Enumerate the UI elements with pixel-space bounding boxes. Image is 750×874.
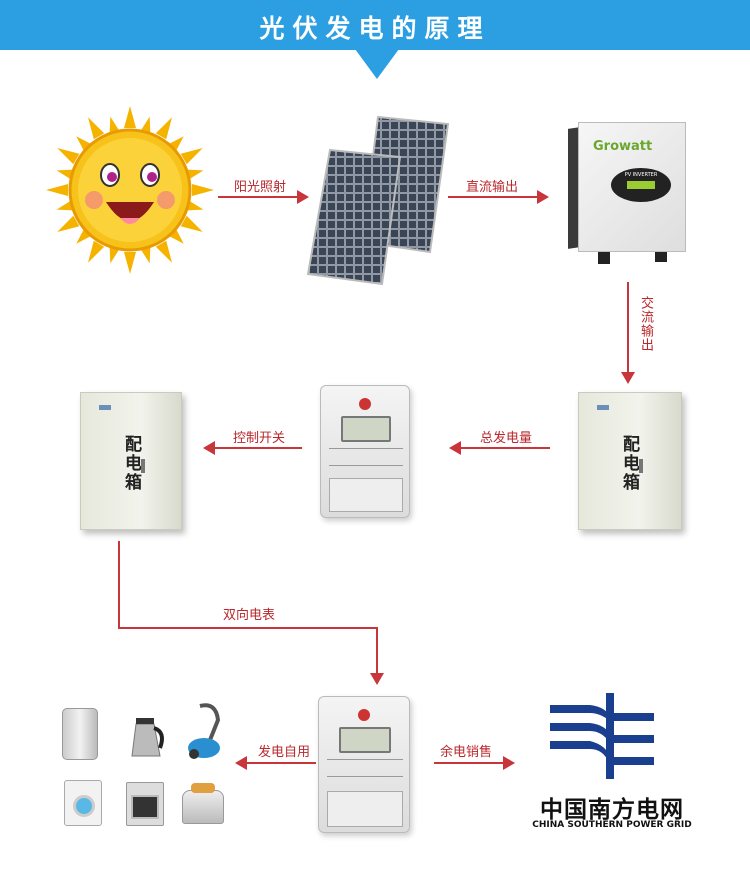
arrow-control-line	[214, 447, 302, 449]
arrow-left-icon	[449, 441, 461, 455]
label-dc-output: 直流输出	[466, 180, 519, 195]
distribution-box-label: 配电箱	[619, 435, 639, 492]
connector-line	[376, 627, 378, 673]
washing-machine-icon	[64, 780, 102, 826]
arrow-surplus-line	[434, 762, 504, 764]
connector-line	[118, 541, 120, 629]
label-bidirectional-meter: 双向电表	[223, 608, 276, 623]
connector-line	[118, 627, 378, 629]
inverter-connector	[655, 252, 667, 262]
label-sunlight: 阳光照射	[234, 180, 287, 195]
refrigerator-icon	[62, 708, 98, 760]
arrow-down-icon	[370, 673, 384, 685]
arrow-left-icon	[235, 756, 247, 770]
oven-icon	[126, 782, 164, 826]
arrow-right-icon	[297, 190, 309, 204]
inverter: Growatt PV INVERTER	[578, 122, 686, 252]
label-surplus-sale: 余电销售	[440, 745, 493, 760]
arrow-left-icon	[203, 441, 215, 455]
inverter-connector	[598, 252, 610, 264]
distribution-box-right: 配电箱	[578, 392, 682, 530]
toaster-icon	[182, 783, 224, 824]
arrow-ac-line	[627, 282, 629, 372]
sun-icon	[46, 106, 214, 274]
vacuum-cleaner-icon	[188, 703, 221, 759]
china-southern-grid-logo	[550, 693, 654, 779]
energy-meter	[320, 385, 410, 518]
distribution-box-label: 配电箱	[121, 435, 141, 492]
header-notch	[355, 49, 399, 79]
inverter-brand: Growatt	[593, 139, 653, 154]
distribution-box-left: 配电箱	[80, 392, 182, 530]
label-self-use: 发电自用	[258, 745, 311, 760]
arrow-down-icon	[621, 372, 635, 384]
solar-panel-icon	[306, 115, 450, 286]
arrow-right-icon	[537, 190, 549, 204]
bidirectional-energy-meter	[318, 696, 410, 833]
label-ac-output: 交流输出	[638, 296, 653, 352]
arrow-total-line	[460, 447, 550, 449]
inverter-display: PV INVERTER	[611, 168, 671, 202]
arrow-right-icon	[503, 756, 515, 770]
label-control-switch: 控制开关	[233, 431, 286, 446]
kettle-icon	[131, 718, 164, 757]
label-total-generation: 总发电量	[480, 431, 533, 446]
inverter-screen-label: PV INVERTER	[624, 172, 658, 178]
arrow-self-use-line	[246, 762, 316, 764]
grid-name-en: CHINA SOUTHERN POWER GRID	[532, 820, 692, 830]
header-banner	[0, 0, 750, 50]
arrow-dc-line	[448, 196, 538, 198]
page-title: 光伏发电的原理	[259, 14, 491, 43]
arrow-sunlight-line	[218, 196, 298, 198]
grid-name-cn: 中国南方电网	[540, 797, 684, 823]
